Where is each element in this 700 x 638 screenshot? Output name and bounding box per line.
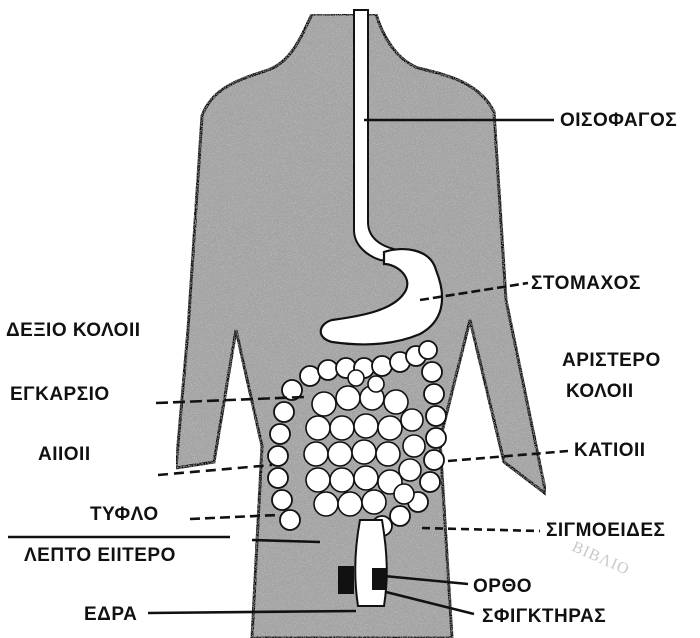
descending-label: ΚΑΤΙΟΙΙ (574, 441, 646, 460)
sphincter-mark (338, 566, 354, 594)
esophagus-label: ΟΙΣΟΦΑΓΟΣ (560, 111, 677, 130)
rectum-organ (355, 520, 387, 606)
stomach-label: ΣΤΟΜΑΧΟΣ (531, 274, 641, 293)
transverse-label: ΕΓΚΑΡΣΙΟ (10, 385, 110, 404)
small-intestine-label: ΛΕΠΤΟ ΕΙΙΤΕΡΟ (24, 546, 176, 565)
sphincter-mark-right (372, 568, 386, 590)
ileum-label: ΑΙΙΟΙΙ (38, 445, 91, 464)
sigmoid-label: ΣΙΓΜΟΕΙΔΕΣ (546, 521, 665, 540)
rectum-label: ΟΡΘΟ (473, 577, 532, 596)
anus-label: ΕΔΡΑ (84, 605, 137, 624)
cecum-label: ΤΥΦΛΟ (90, 505, 159, 524)
sphincter-label: ΣΦΙΓΚΤΗΡΑΣ (482, 607, 606, 626)
left-colon-label-line2: ΚΟΛΟΙΙ (566, 382, 634, 401)
left-colon-label-line1: ΑΡΙΣΤΕΡΟ (562, 351, 661, 370)
right-colon-label: ΔΕΞΙΟ ΚΟΛΟΙΙ (6, 321, 141, 340)
